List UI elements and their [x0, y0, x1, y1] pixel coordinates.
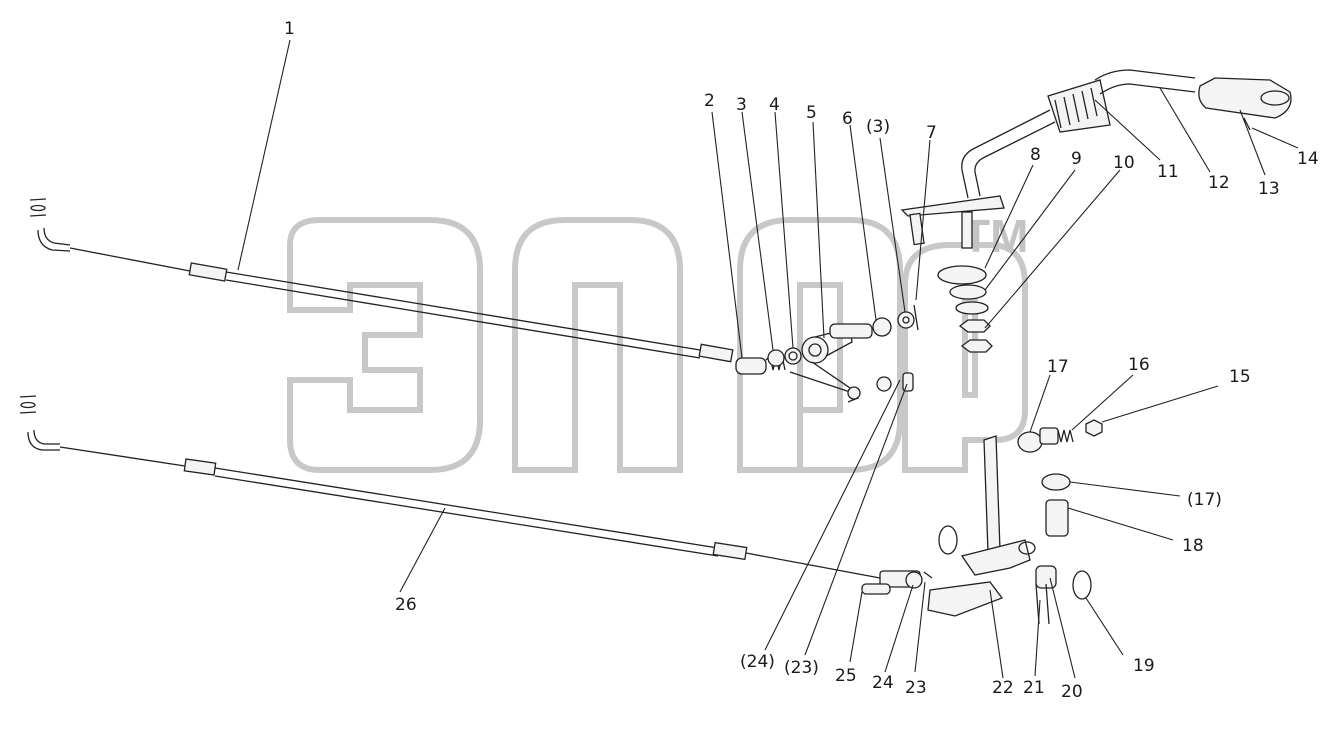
- callout-24: 24: [872, 673, 894, 693]
- callout-18: 18: [1182, 536, 1204, 556]
- watermark-logo: [287, 217, 1028, 473]
- callout-labels: 1 2 3 4 5 6 (3) 7 8 9 10 11 12 13 14 15 …: [284, 19, 1319, 702]
- callout-21: 21: [1023, 678, 1045, 698]
- callout-17-ref: (17): [1187, 490, 1222, 510]
- callout-11: 11: [1157, 162, 1179, 182]
- callout-25: 25: [835, 666, 857, 686]
- callout-5: 5: [806, 103, 817, 123]
- watermark-tm: TM: [962, 210, 1028, 262]
- callout-14: 14: [1297, 149, 1319, 169]
- callout-7: 7: [926, 123, 937, 143]
- callout-12: 12: [1208, 173, 1230, 193]
- callout-24-ref: (24): [740, 652, 775, 672]
- callout-1: 1: [284, 19, 295, 39]
- shift-mechanism: [927, 419, 1103, 625]
- callout-3-ref: (3): [866, 117, 890, 137]
- callout-17: 17: [1047, 357, 1069, 377]
- callout-23-ref: (23): [784, 658, 819, 678]
- callout-8: 8: [1030, 145, 1041, 165]
- gear-lever-assembly: [900, 69, 1292, 249]
- callout-2: 2: [704, 91, 715, 111]
- washer-stack: [937, 265, 993, 353]
- cable-upper: [29, 198, 734, 363]
- callout-13: 13: [1258, 179, 1280, 199]
- callout-26: 26: [395, 595, 417, 615]
- linkage-assembly: [735, 304, 919, 403]
- callout-22: 22: [992, 678, 1014, 698]
- callout-3: 3: [736, 95, 747, 115]
- callout-6: 6: [842, 109, 853, 129]
- callout-15: 15: [1229, 367, 1251, 387]
- callout-10: 10: [1113, 153, 1135, 173]
- cable-lower: [19, 395, 881, 579]
- lower-cable-end: [861, 570, 933, 595]
- callout-9: 9: [1071, 149, 1082, 169]
- leader-lines: [237, 39, 1299, 679]
- callout-4: 4: [769, 95, 780, 115]
- callout-16: 16: [1128, 355, 1150, 375]
- callout-20: 20: [1061, 682, 1083, 702]
- callout-19: 19: [1133, 656, 1155, 676]
- callout-23: 23: [905, 678, 927, 698]
